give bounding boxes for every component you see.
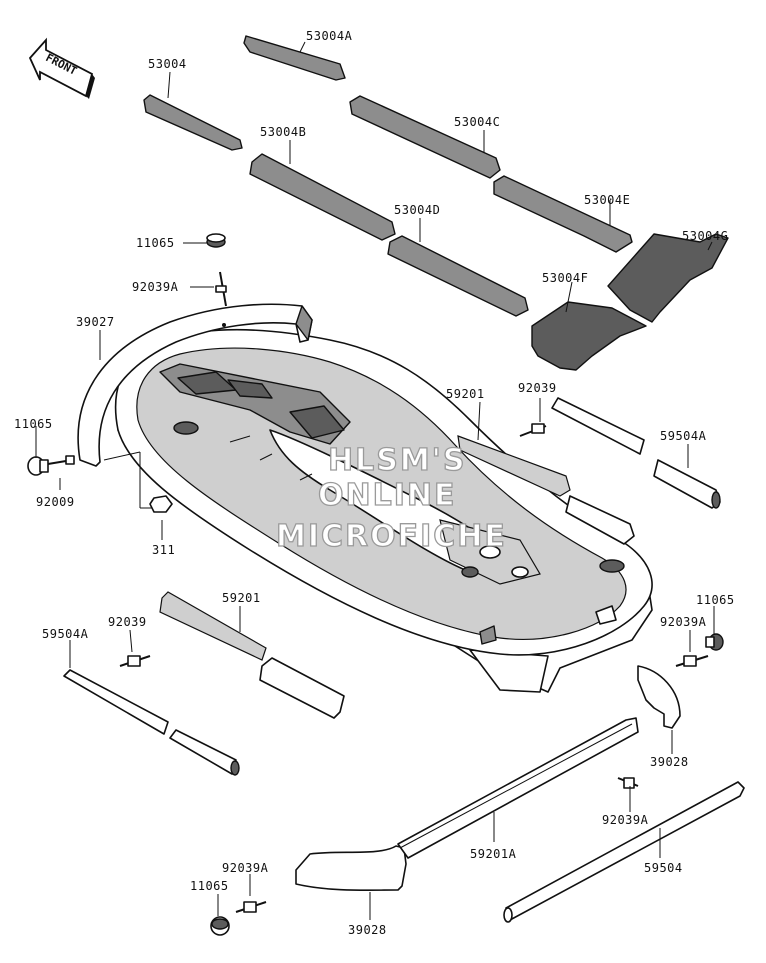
bolt-92039A-right	[675, 655, 709, 667]
label-59504: 59504	[644, 861, 683, 875]
label-53004D: 53004D	[394, 203, 440, 217]
label-11065-top: 11065	[136, 236, 175, 250]
bolt-92039A-top	[215, 271, 227, 307]
rail-59201-left	[159, 591, 345, 719]
bolt-92039A-mid	[617, 777, 639, 789]
mat-53004G	[607, 233, 729, 323]
label-59504A-left: 59504A	[42, 627, 89, 641]
mat-53004D	[387, 235, 529, 317]
rail-59504A-right	[551, 397, 721, 509]
mat-53004	[143, 94, 243, 151]
label-59504A-right: 59504A	[660, 429, 707, 443]
label-311: 311	[152, 543, 175, 557]
label-59201-top: 59201	[446, 387, 485, 401]
label-53004F: 53004F	[542, 271, 588, 285]
cap-11065-right	[705, 633, 724, 651]
bumper-39028-right	[637, 665, 681, 729]
rail-59201-top	[457, 435, 635, 545]
watermark-line-2: ONLINE	[318, 478, 457, 513]
rail-59504A-left	[63, 669, 240, 776]
front-arrow-icon: FRONT	[28, 37, 95, 99]
label-53004G: 53004G	[682, 229, 728, 243]
leader-lines	[35, 41, 715, 920]
label-92039A-bottom: 92039A	[222, 861, 269, 875]
label-92039A-mid: 92039A	[602, 813, 649, 827]
label-92039A-top: 92039A	[132, 280, 179, 294]
label-11065-left: 11065	[14, 417, 53, 431]
rail-59504	[503, 781, 745, 923]
label-11065-right: 11065	[696, 593, 735, 607]
label-92039A-right: 92039A	[660, 615, 707, 629]
mat-53004B	[249, 153, 396, 241]
cap-11065-top	[206, 233, 226, 248]
rail-59201A	[397, 717, 639, 859]
label-92039-left: 92039	[108, 615, 147, 629]
cap-11065-bottom	[210, 916, 230, 936]
label-53004E: 53004E	[584, 193, 630, 207]
screw-92009	[47, 455, 75, 465]
label-39028-bottom: 39028	[348, 923, 387, 937]
cap-11065-left	[27, 456, 49, 476]
part-labels: 53004A 53004 53004B 53004C 53004D 53004E…	[14, 29, 735, 937]
bolt-92039-top	[519, 423, 547, 437]
mat-53004F	[531, 301, 647, 371]
label-53004B: 53004B	[260, 125, 306, 139]
label-11065-bottom: 11065	[190, 879, 229, 893]
bolt-92039A-bottom	[235, 901, 267, 913]
mat-53004C	[349, 95, 501, 179]
label-59201-left: 59201	[222, 591, 261, 605]
label-39027: 39027	[76, 315, 115, 329]
hull-body	[114, 329, 653, 693]
watermark-line-1: HLSM'S	[328, 443, 466, 478]
bumper-39028-bottom	[295, 845, 407, 892]
watermark: HLSM'S ONLINE MICROFICHE	[275, 442, 507, 554]
label-92009: 92009	[36, 495, 75, 509]
label-53004C: 53004C	[454, 115, 500, 129]
mat-53004A	[243, 35, 346, 81]
label-53004: 53004	[148, 57, 187, 71]
mat-53004E	[493, 175, 633, 253]
label-92039-top: 92039	[518, 381, 557, 395]
bumper-39027	[77, 303, 313, 467]
label-59201A: 59201A	[470, 847, 517, 861]
watermark-line-3: MICROFICHE	[276, 519, 507, 554]
bolt-92039-left	[119, 655, 151, 667]
label-53004A: 53004A	[306, 29, 353, 43]
label-39028-right: 39028	[650, 755, 689, 769]
nut-311	[149, 495, 173, 513]
